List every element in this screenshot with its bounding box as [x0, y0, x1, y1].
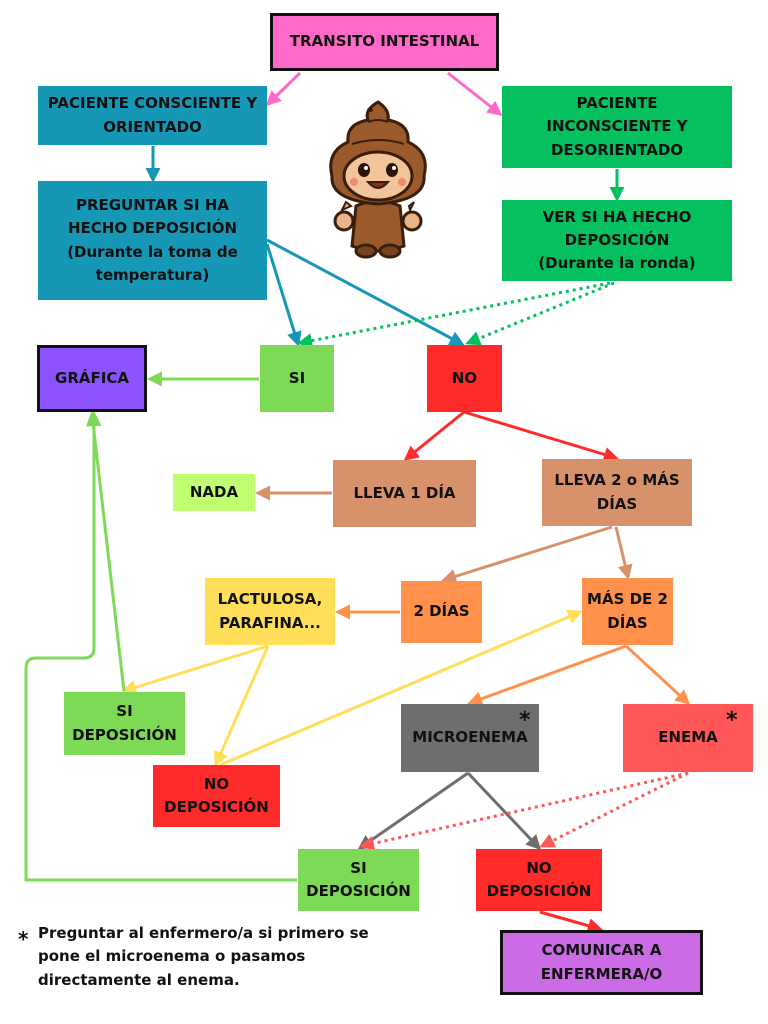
node-no: NO	[427, 345, 502, 412]
edge-si-dep-bottom-to-grafica	[24, 411, 297, 882]
node-label: DEPOSICIÓN	[72, 725, 177, 744]
node-label: temperatura)	[95, 265, 210, 284]
node-lleva-1-dia: LLEVA 1 DÍA	[333, 460, 476, 527]
node-lleva-2-dias: LLEVA 2 o MÁS DÍAS	[542, 459, 692, 526]
node-label: DEPOSICIÓN	[486, 882, 592, 900]
footnote: * Preguntar al enfermero/a si primero se…	[18, 922, 398, 992]
node-si: SI	[260, 345, 334, 412]
node-label: SI	[116, 702, 133, 721]
node-si-deposicion-left: SI DEPOSICIÓN	[64, 692, 185, 755]
node-mas-de-2-dias: MÁS DE 2 DÍAS	[582, 578, 673, 645]
node-label: MICROENEMA	[412, 728, 528, 747]
node-preguntar-deposicion: PREGUNTAR SI HA HECHO DEPOSICIÓN (Durant…	[38, 181, 267, 300]
edge-lleva2-to-2dias	[441, 525, 613, 584]
node-2-dias: 2 DÍAS	[401, 581, 482, 643]
edge-check-to-no	[465, 281, 615, 346]
edge-title-to-conscious	[265, 71, 302, 107]
node-paciente-consciente: PACIENTE CONSCIENTE Y ORIENTADO	[38, 86, 267, 145]
edge-lleva2-to-mas2	[614, 526, 633, 580]
node-label: GRÁFICA	[55, 368, 129, 387]
edge-mas2-to-enema	[624, 644, 691, 706]
edge-title-to-unconscious	[447, 71, 503, 116]
node-label: DEPOSICIÓN	[564, 230, 670, 249]
node-label: LLEVA 2 o MÁS	[554, 471, 680, 490]
footnote-text: Preguntar al enfermero/a si primero se p…	[38, 924, 369, 989]
node-label: SI	[350, 858, 367, 877]
node-label: (Durante la ronda)	[538, 254, 696, 273]
node-no-deposicion-left: NO DEPOSICIÓN	[153, 765, 280, 827]
node-si-deposicion-bottom: SI DEPOSICIÓN	[298, 849, 419, 911]
edge-check-to-si	[297, 281, 611, 349]
edge-lactulosa-to-no-dep	[213, 645, 270, 767]
node-label: (Durante la toma de	[67, 242, 238, 261]
node-paciente-inconsciente: PACIENTE INCONSCIENTE Y DESORIENTADO	[502, 86, 732, 168]
node-comunicar-enfermera: COMUNICAR A ENFERMERA/O	[500, 930, 703, 995]
node-label: DÍAS	[596, 494, 638, 513]
node-label: PACIENTE	[576, 94, 658, 113]
node-lactulosa: LACTULOSA, PARAFINA...	[205, 578, 335, 645]
node-label: ORIENTADO	[103, 117, 202, 136]
node-label: ENEMA	[658, 728, 718, 747]
node-label: VER SI HA HECHO	[542, 207, 692, 226]
edge-microenema-to-no-dep	[466, 771, 542, 851]
node-label: ENFERMERA/O	[540, 964, 663, 983]
node-label: SI	[288, 368, 306, 387]
edge-lactulosa-to-si-dep	[121, 644, 269, 695]
node-no-deposicion-bottom: NO DEPOSICIÓN	[476, 849, 602, 911]
node-label: DÍAS	[607, 613, 648, 632]
node-label: DEPOSICIÓN	[306, 882, 411, 900]
node-label: COMUNICAR A	[541, 941, 662, 960]
node-transito-intestinal: TRANSITO INTESTINAL	[270, 13, 499, 71]
node-label: NO	[526, 858, 552, 877]
node-ver-deposicion: VER SI HA HECHO DEPOSICIÓN (Durante la r…	[502, 200, 732, 281]
node-label: PARAFINA...	[219, 613, 321, 632]
node-nada: NADA	[173, 474, 255, 511]
node-label: NO	[203, 774, 230, 793]
edge-mas2-to-microenema	[467, 644, 627, 706]
node-label: LLEVA 1 DÍA	[353, 483, 456, 502]
node-label: TRANSITO INTESTINAL	[289, 32, 480, 51]
node-label: 2 DÍAS	[413, 602, 470, 621]
node-label: MÁS DE 2	[587, 590, 668, 609]
footnote-asterisk: *	[18, 927, 29, 951]
node-label: NADA	[189, 482, 239, 501]
node-label: PACIENTE CONSCIENTE Y	[47, 94, 258, 113]
node-label: NO	[451, 368, 478, 387]
node-label: HECHO DEPOSICIÓN	[67, 219, 238, 238]
node-label: INCONSCIENTE Y	[546, 117, 688, 136]
edge-no-dep-to-mas2	[219, 609, 583, 767]
node-label: DEPOSICIÓN	[164, 798, 269, 816]
node-label: DESORIENTADO	[550, 140, 684, 159]
node-microenema: MICROENEMA	[401, 704, 539, 772]
node-label: LACTULOSA,	[217, 590, 323, 609]
edge-enema-to-no-dep	[539, 771, 689, 848]
edge-ask-to-no	[266, 238, 465, 346]
poop-mascot-icon	[329, 100, 427, 259]
microenema-asterisk: *	[519, 708, 531, 733]
node-grafica: GRÁFICA	[37, 345, 147, 412]
edge-si-dep-left-to-grafica	[85, 411, 126, 692]
edge-no-dep-to-comunicar	[539, 910, 603, 933]
edge-no-to-lleva2	[463, 410, 619, 462]
node-label: PREGUNTAR SI HA	[75, 196, 230, 214]
node-enema: ENEMA	[623, 704, 753, 772]
edge-no-to-lleva1	[403, 410, 465, 461]
edge-ask-to-si	[265, 243, 302, 347]
enema-asterisk: *	[726, 708, 738, 733]
edge-microenema-to-si-dep	[357, 771, 469, 850]
